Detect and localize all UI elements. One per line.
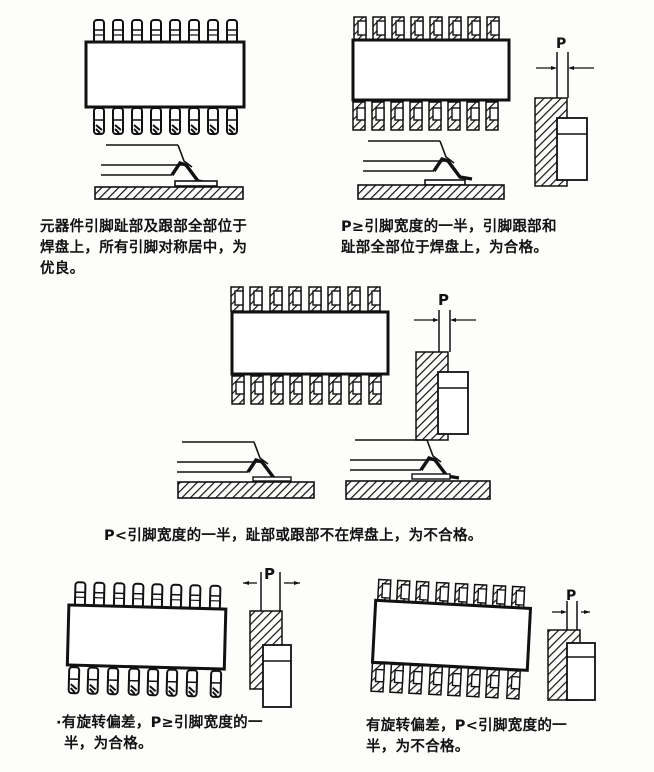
caption-line: P≥引脚宽度的一半，引脚跟部和: [341, 219, 557, 235]
fig5-chip-top-view: [370, 578, 533, 700]
caption-line: 有旋转偏差，P<引脚宽度的一: [366, 718, 567, 734]
caption-line: P<引脚宽度的一半，趾部或跟部不在焊盘上，为不合格。: [104, 528, 483, 544]
fig2-side-view: [357, 139, 505, 200]
fig3-p-label: P: [438, 291, 450, 309]
fig5-p-label: P: [566, 588, 577, 604]
caption-line: 半，为不合格。: [366, 739, 470, 755]
fig1-chip-top-view: [84, 19, 246, 135]
fig2-pad-detail: [534, 52, 594, 187]
fig3-chip-top-view: [230, 286, 390, 405]
fig3-pad-detail: [414, 310, 476, 441]
caption-line: ·有旋转偏差，P≥引脚宽度的一: [56, 715, 263, 731]
caption-line: 优良。: [40, 261, 85, 277]
fig4-caption: ·有旋转偏差，P≥引脚宽度的一 半，为合格。: [56, 713, 263, 755]
fig4-p-label: P: [264, 565, 276, 583]
caption-line: 趾部全部位于焊盘上，为合格。: [341, 240, 549, 256]
fig3-side-view-right: [345, 438, 491, 500]
caption-line: 元器件引脚趾部及跟部全部位于: [40, 219, 248, 235]
fig1-side-view: [94, 143, 244, 200]
fig3-side-view-left: [175, 440, 315, 499]
fig5-pad-detail: [547, 601, 596, 701]
fig1-caption: 元器件引脚趾部及跟部全部位于 焊盘上，所有引脚对称居中，为 优良。: [40, 217, 247, 280]
fig3-caption: P<引脚宽度的一半，趾部或跟部不在焊盘上，为不合格。: [104, 526, 483, 547]
fig4-chip-top-view: [65, 581, 228, 698]
fig2-p-label: P: [556, 36, 567, 52]
caption-line: 半，为合格。: [64, 736, 153, 752]
fig2-caption: P≥引脚宽度的一半，引脚跟部和 趾部全部位于焊盘上，为合格。: [341, 217, 557, 259]
fig5-caption: 有旋转偏差，P<引脚宽度的一 半，为不合格。: [366, 716, 567, 758]
fig2-chip-top-view: [351, 16, 511, 131]
caption-line: 焊盘上，所有引脚对称居中，为: [40, 240, 248, 256]
fig4-pad-detail: [243, 572, 300, 708]
